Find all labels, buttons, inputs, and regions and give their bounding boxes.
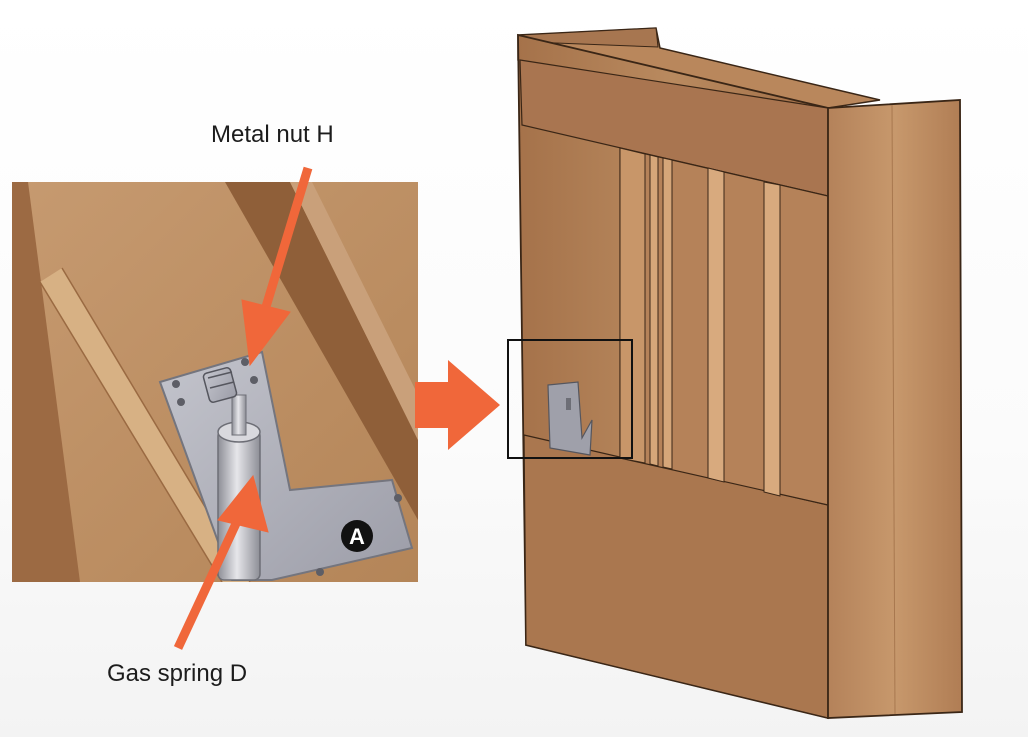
zoom-region-frame — [507, 339, 633, 459]
bracket-hole — [172, 380, 180, 388]
inset-left-edge — [12, 182, 80, 582]
bracket-hole — [241, 358, 249, 366]
inset-diagonal-board — [225, 182, 418, 520]
bracket-hole — [316, 568, 324, 576]
cabinet-side — [827, 99, 963, 719]
cabinet-bracket — [547, 381, 593, 456]
right-arrow-icon — [415, 360, 500, 450]
gas-spring-label: Gas spring D — [107, 660, 248, 687]
cabinet — [517, 27, 963, 720]
pointer-arrow-icon — [173, 474, 269, 650]
callout-badge — [341, 520, 373, 552]
detail-inset — [12, 182, 418, 582]
metal-nut — [202, 367, 238, 403]
inset-diagonal-board-edge — [290, 182, 418, 440]
pointer-arrow-icon — [241, 166, 313, 367]
callout-badge-label: A — [349, 524, 365, 549]
bracket-hole — [250, 376, 258, 384]
inset-slat — [40, 268, 250, 582]
bracket-hole — [394, 494, 402, 502]
metal-nut-label: Metal nut H — [211, 121, 334, 148]
bracket-hole — [177, 398, 185, 406]
